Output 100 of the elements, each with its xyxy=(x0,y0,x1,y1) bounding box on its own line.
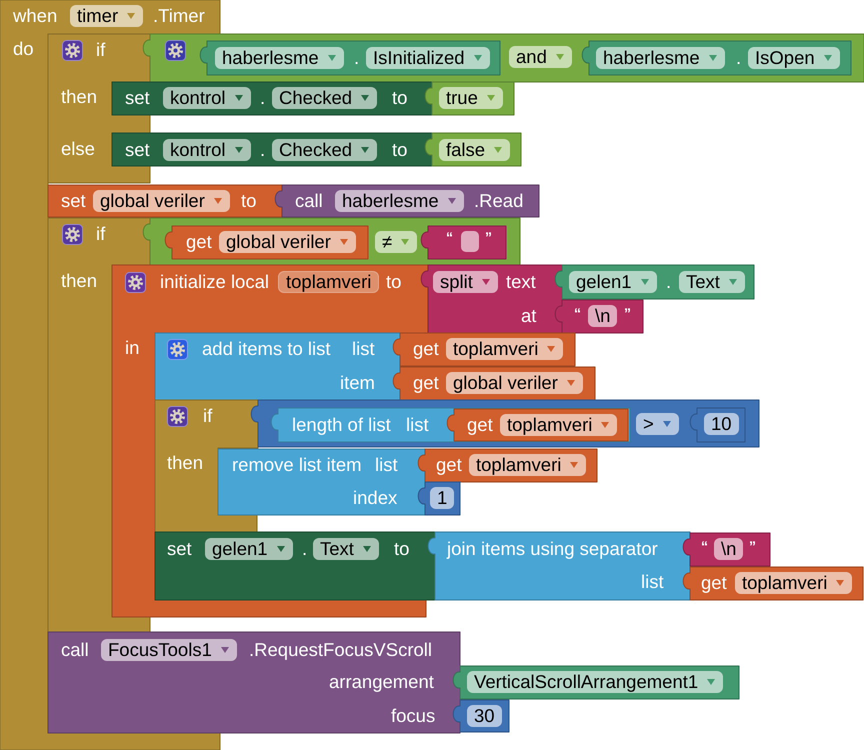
block-label: else xyxy=(61,138,95,160)
block-label: . xyxy=(666,271,672,293)
compare-block xyxy=(251,400,759,447)
quote-mark: ” xyxy=(749,539,756,553)
variable-getter-block xyxy=(418,449,597,482)
quote-mark: ” xyxy=(485,230,492,244)
block-label: to xyxy=(394,538,410,560)
if-block xyxy=(48,218,150,632)
block-label: list xyxy=(406,414,429,436)
variable-getter-block xyxy=(165,226,368,259)
if-block xyxy=(48,34,150,183)
dropdown: IsOpen xyxy=(748,47,840,69)
block-label: get xyxy=(436,454,462,476)
variable-getter-block xyxy=(393,333,575,366)
dropdown: true xyxy=(439,87,503,109)
dropdown: global veriler xyxy=(219,231,356,253)
dropdown: Text xyxy=(679,271,745,293)
block-label: list xyxy=(375,454,398,476)
block-label: then xyxy=(61,270,98,292)
block-label: . xyxy=(260,139,266,161)
component-setter-block xyxy=(155,532,435,600)
quote-mark: “ xyxy=(446,230,453,244)
dropdown: toplamveri xyxy=(500,414,618,436)
dropdown: IsInitialized xyxy=(366,47,490,69)
quote-mark: “ xyxy=(701,539,708,553)
text-block xyxy=(555,300,643,333)
block-label: if xyxy=(203,405,212,427)
number-field: 10 xyxy=(704,413,739,435)
text-split-block xyxy=(421,265,562,333)
block-label: get xyxy=(467,414,493,436)
dropdown: Checked xyxy=(272,139,378,161)
dropdown: kontrol xyxy=(163,87,251,109)
dropdown: false xyxy=(439,139,510,161)
component-getter-block xyxy=(200,41,500,75)
text-block xyxy=(683,533,770,566)
block-label: to xyxy=(241,190,256,212)
block-label: then xyxy=(61,86,98,108)
block-label: to xyxy=(386,271,402,293)
block-label: remove list item xyxy=(232,454,362,476)
quote-mark: ” xyxy=(624,306,631,320)
number-block xyxy=(418,482,460,515)
block-label: to xyxy=(392,87,408,109)
dropdown: haberlesme xyxy=(335,190,464,212)
block-label: when xyxy=(13,5,58,27)
dropdown: haberlesme xyxy=(596,47,725,69)
list-block xyxy=(428,532,690,600)
text-block xyxy=(421,226,506,259)
dropdown: and xyxy=(509,46,572,68)
dropdown: Text xyxy=(313,538,379,560)
block-label: join items using separator xyxy=(447,538,658,560)
list-block xyxy=(271,408,630,442)
block-label: . xyxy=(354,47,360,69)
block-label: arrangement xyxy=(329,671,434,693)
block-label: get xyxy=(186,231,212,253)
list-block xyxy=(155,333,400,400)
dropdown: timer xyxy=(70,5,144,27)
block-label: length of list xyxy=(292,414,391,436)
dropdown: toplamveri xyxy=(735,572,852,594)
method-call-block xyxy=(48,632,460,733)
block-label: . xyxy=(260,87,266,109)
component-setter-block xyxy=(112,82,432,115)
block-label: set xyxy=(125,87,150,109)
variable-name-field: toplamveri xyxy=(278,271,380,293)
component-getter-block xyxy=(453,666,739,699)
block-label: call xyxy=(295,190,323,212)
block-label: call xyxy=(61,639,89,661)
number-field: 1 xyxy=(430,487,454,509)
list-block xyxy=(218,449,425,515)
dropdown: haberlesme xyxy=(215,47,344,69)
dropdown: kontrol xyxy=(163,139,251,161)
dropdown: global veriler xyxy=(93,190,230,212)
block-label: text xyxy=(506,271,536,293)
dropdown: toplamveri xyxy=(469,454,586,476)
number-field: 30 xyxy=(467,705,502,727)
compare-block xyxy=(143,218,520,265)
block-label: to xyxy=(392,139,408,161)
dropdown: Checked xyxy=(272,87,378,109)
block-label: then xyxy=(167,452,204,474)
block-label: add items to list xyxy=(202,338,331,360)
block-label: at xyxy=(521,305,536,327)
dropdown: toplamveri xyxy=(446,338,564,360)
text-field: \n xyxy=(588,305,618,327)
dropdown: gelen1 xyxy=(205,538,293,560)
block-label: get xyxy=(701,572,727,594)
block-label: set xyxy=(61,190,86,212)
variable-setter-block xyxy=(48,185,282,217)
block-label: item xyxy=(340,372,375,394)
dropdown: split xyxy=(433,271,498,293)
component-setter-block xyxy=(112,133,432,166)
block-label: do xyxy=(13,38,34,60)
block-label: set xyxy=(167,538,192,560)
component-getter-block xyxy=(582,41,851,75)
block-label: .Read xyxy=(474,190,524,212)
block-label: get xyxy=(413,372,439,394)
dropdown: gelen1 xyxy=(569,271,657,293)
block-label: set xyxy=(125,139,150,161)
dropdown: > xyxy=(636,413,679,435)
method-call-block xyxy=(275,185,539,217)
component-getter-block xyxy=(555,265,754,299)
block-label: focus xyxy=(391,705,436,727)
